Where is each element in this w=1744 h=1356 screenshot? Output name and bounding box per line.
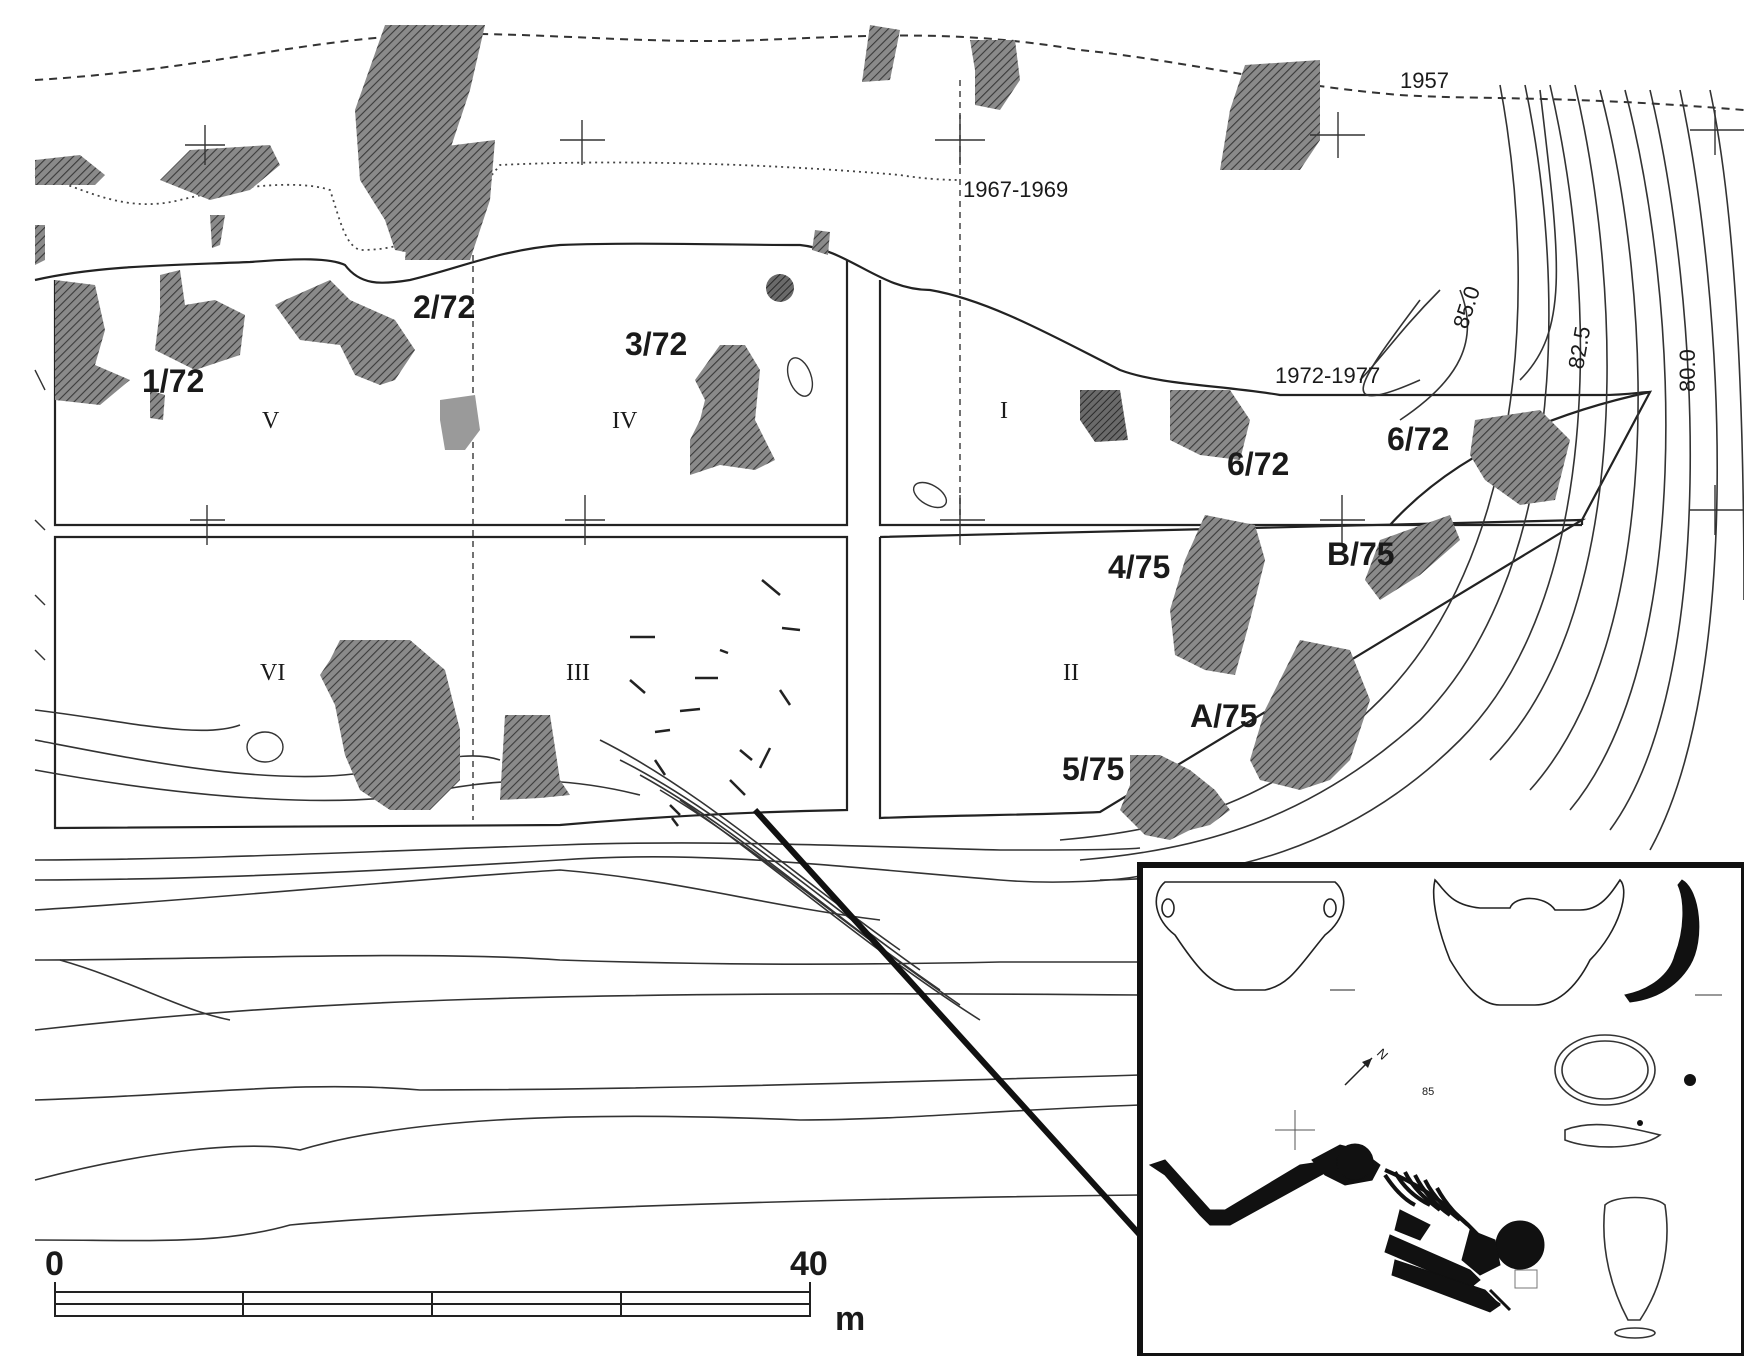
inset-pointer-line — [752, 807, 1143, 1238]
arrow-marks — [629, 579, 801, 827]
boundary-1957 — [34, 32, 1744, 111]
contour-lines — [34, 84, 1744, 1242]
vessel-drawing — [1155, 881, 1355, 991]
contour-label-85: 85.0 — [1448, 283, 1485, 331]
feature-label-6-72-b: 6/72 — [1387, 421, 1449, 457]
grave-number: 85 — [1422, 1086, 1434, 1098]
feature-label-3-72: 3/72 — [625, 326, 687, 362]
edge-ticks — [34, 369, 46, 661]
vessel-section-drawing — [1624, 879, 1700, 1003]
ring-drawing — [1554, 1034, 1662, 1148]
sector-label-i: I — [1000, 398, 1008, 424]
feature-label-a-75: A/75 — [1190, 698, 1258, 734]
sector-label-vi: VI — [260, 660, 285, 686]
contour-label-82-5: 82.5 — [1563, 324, 1595, 371]
skeleton-drawing — [1148, 1143, 1545, 1313]
scale-label-unit: m — [835, 1300, 865, 1338]
boundary-1967-1969 — [34, 161, 961, 251]
vessel-profile-drawing — [1432, 878, 1625, 1006]
feature-label-2-72: 2/72 — [413, 289, 475, 325]
contour-label-80: 80.0 — [1675, 349, 1700, 392]
hatched-features — [35, 25, 1570, 840]
ring-section-dot-small — [1637, 1120, 1643, 1126]
sector-label-iii: III — [566, 660, 590, 686]
pendant-drawing — [1603, 1196, 1668, 1339]
survey-markers — [185, 110, 1744, 545]
label-year-1967-1969: 1967-1969 — [963, 177, 1068, 202]
feature-label-4-75: 4/75 — [1108, 549, 1170, 585]
sector-label-ii: II — [1063, 660, 1079, 686]
feature-label-5-75: 5/75 — [1062, 751, 1124, 787]
sector-label-v: V — [262, 408, 280, 434]
label-year-1957: 1957 — [1400, 68, 1449, 93]
inset-small-box — [1514, 1269, 1538, 1289]
label-year-1972-1977: 1972-1977 — [1275, 363, 1380, 388]
feature-label-6-72-a: 6/72 — [1227, 446, 1289, 482]
inset-panel: N 85 — [1137, 862, 1744, 1356]
scale-label-end: 40 — [790, 1245, 828, 1283]
grave-ovals — [246, 357, 948, 763]
feature-label-b-75: B/75 — [1327, 536, 1395, 572]
ring-section-dot — [1684, 1074, 1696, 1086]
feature-label-1-72: 1/72 — [142, 363, 204, 399]
scale-label-start: 0 — [45, 1245, 64, 1283]
inset-survey-marker — [1275, 1110, 1315, 1150]
scale-bar: 0 40 m — [45, 1245, 865, 1338]
boundary-1972-1977 — [34, 242, 1651, 397]
sector-label-iv: IV — [612, 408, 638, 434]
sector-frames — [53, 260, 1653, 830]
